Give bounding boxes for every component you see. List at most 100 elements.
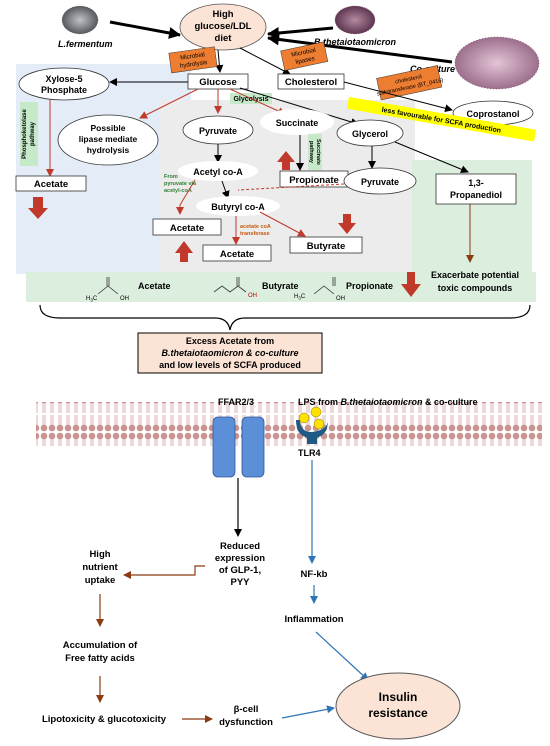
big-up-arrow-propionate [277, 151, 295, 170]
excess-line-1: Excess Acetate from [186, 336, 274, 346]
glycerol-label: Glycerol [352, 129, 388, 139]
less-favourable-banner [346, 96, 537, 142]
reduced-line-2: expression [215, 553, 265, 564]
propionate-mid-label: Propionate [289, 175, 339, 186]
ffa-line-2: Free fatty acids [65, 653, 135, 664]
beta-line-2: dysfunction [219, 717, 273, 728]
arrow-glycerol-propanediol [394, 141, 469, 174]
propionate-oh: OH [336, 296, 345, 302]
butyrate-box-mid [289, 236, 363, 254]
arrow-glucose-succinate [229, 88, 286, 115]
butyrate-mid-label: Butyrate [307, 241, 346, 252]
butyrylcoa-node [196, 196, 280, 216]
from-pyruvate-2: pyruvate via [164, 181, 197, 187]
big-down-arrow-scfa [401, 272, 421, 297]
arrow-lf-to-diet [109, 20, 181, 39]
lipase-line-1: Possible [91, 123, 126, 133]
acetate-coa-1: acetate coA [240, 224, 271, 230]
insulin-resistance-node [335, 672, 461, 740]
phosphoketolase-1: Phosphoketolase [22, 109, 28, 159]
microbial-hydrolysis-1: Microbial [180, 51, 205, 61]
butyrylcoa-label: Butyryl co-A [211, 202, 265, 212]
label-l-fermentum: L.fermentum [58, 39, 113, 49]
from-pyruvate-3: acetyl-coA [164, 188, 192, 194]
from-pyruvate-1: From [164, 174, 178, 180]
reduced-line-3: of GLP-1, [219, 565, 261, 576]
microbial-hydrolysis-2: hydrolysis [180, 59, 208, 70]
lps-molecules [298, 406, 325, 430]
label-bt: B.thetaiotaomicron [314, 37, 397, 47]
ffa-line-1: Accumulation of [63, 640, 138, 651]
sulfotransferase-1: cholesterol [395, 74, 423, 85]
propionate-h3c: H3C [294, 294, 306, 301]
diet-line-3: diet [215, 33, 233, 44]
xylose-line-1: Xylose-5 [45, 74, 82, 84]
lipotox-label: Lipotoxicity & glucotoxicity [42, 714, 167, 725]
succinate-node [260, 109, 334, 135]
reduced-line-1: Reduced [220, 541, 260, 552]
insulin-line-2: resistance [368, 706, 428, 720]
butyrate-structure [213, 277, 247, 293]
cholesterol-label: Cholesterol [285, 77, 337, 88]
excess-line-3: and low levels of SCFA produced [159, 360, 301, 370]
sulfotransferase-label [376, 65, 443, 101]
acetate-box-left [15, 175, 87, 192]
diet-line-1: High [212, 9, 233, 20]
butyrate-oh: OH [248, 293, 257, 299]
acetate-oh: OH [120, 296, 129, 302]
microbial-lipases-label [280, 41, 329, 71]
l-fermentum-image [61, 5, 99, 35]
scfa-band [26, 272, 536, 302]
tlr4-label: TLR4 [298, 448, 321, 458]
butyrate-scfa-label: Butyrate [262, 281, 299, 291]
lps-species: B.thetaiotaomicron [341, 397, 424, 407]
succinate-pathway-2: pathway [308, 141, 314, 164]
acetate-mid2-label: Acetate [220, 249, 254, 260]
glycolysis-text: Glycolysis [233, 96, 268, 103]
arrow-inflammation-insulin [315, 631, 369, 681]
phosphoketolase-2: pathway [30, 121, 36, 146]
arrow-diet-cholesterol [239, 47, 291, 75]
diet-node [179, 3, 267, 51]
succinate-pathway-1: Succinate [315, 139, 321, 165]
dashed-link-pyruvate-butyryl [237, 183, 345, 191]
arrow-glucose-glycerol [239, 87, 359, 126]
acetate-box-mid1 [152, 218, 222, 236]
co-culture-image [454, 36, 540, 90]
arrow-butyryl-butyrate [259, 211, 306, 237]
excess-acetate-box [137, 332, 323, 374]
acetylcoa-label: Acetyl co-A [193, 167, 243, 177]
tlr4-receptor [296, 420, 328, 444]
ffar-label: FFAR2/3 [218, 397, 254, 407]
lipase-line-2: lipase mediate [79, 134, 138, 144]
pyruvate-node-2 [343, 167, 417, 195]
phosphoketolase-label [20, 102, 38, 166]
acetate-scfa-label: Acetate [138, 281, 171, 291]
beta-line-1: β-cell [234, 704, 259, 715]
arrow-diet-glucose [215, 49, 224, 73]
microbial-lipases-1: Microbial [291, 47, 317, 59]
cell-membrane [36, 402, 542, 446]
cholesterol-box [277, 73, 345, 90]
nutrient-line-3: uptake [85, 575, 116, 586]
propionate-structure [313, 277, 336, 295]
insulin-line-1: Insulin [379, 690, 418, 704]
excess-line-2: B.thetaiotaomicron & co-culture [161, 348, 298, 358]
nutrient-line-2: nutrient [82, 562, 118, 573]
arrow-beta-insulin [281, 705, 335, 719]
succinate-pathway-label [308, 134, 322, 170]
lps-suffix: & co-culture [423, 397, 478, 407]
inflammation-label: Inflammation [284, 614, 343, 625]
propanediol-line-1: 1,3- [468, 178, 484, 188]
arrow-acetylcoa-to-acetate-left [176, 179, 196, 215]
lipase-line-3: hydrolysis [87, 145, 130, 155]
acetate-h3c: H3C [86, 296, 98, 303]
microbial-lipases-2: lipases [295, 55, 315, 66]
pyruvate-label-2: Pyruvate [361, 177, 399, 187]
xylose-node [18, 67, 110, 101]
propanediol-box [435, 173, 517, 205]
big-down-arrow-butyrate [338, 214, 356, 234]
arrow-bt-to-diet [267, 26, 334, 39]
curly-brace [39, 304, 531, 331]
